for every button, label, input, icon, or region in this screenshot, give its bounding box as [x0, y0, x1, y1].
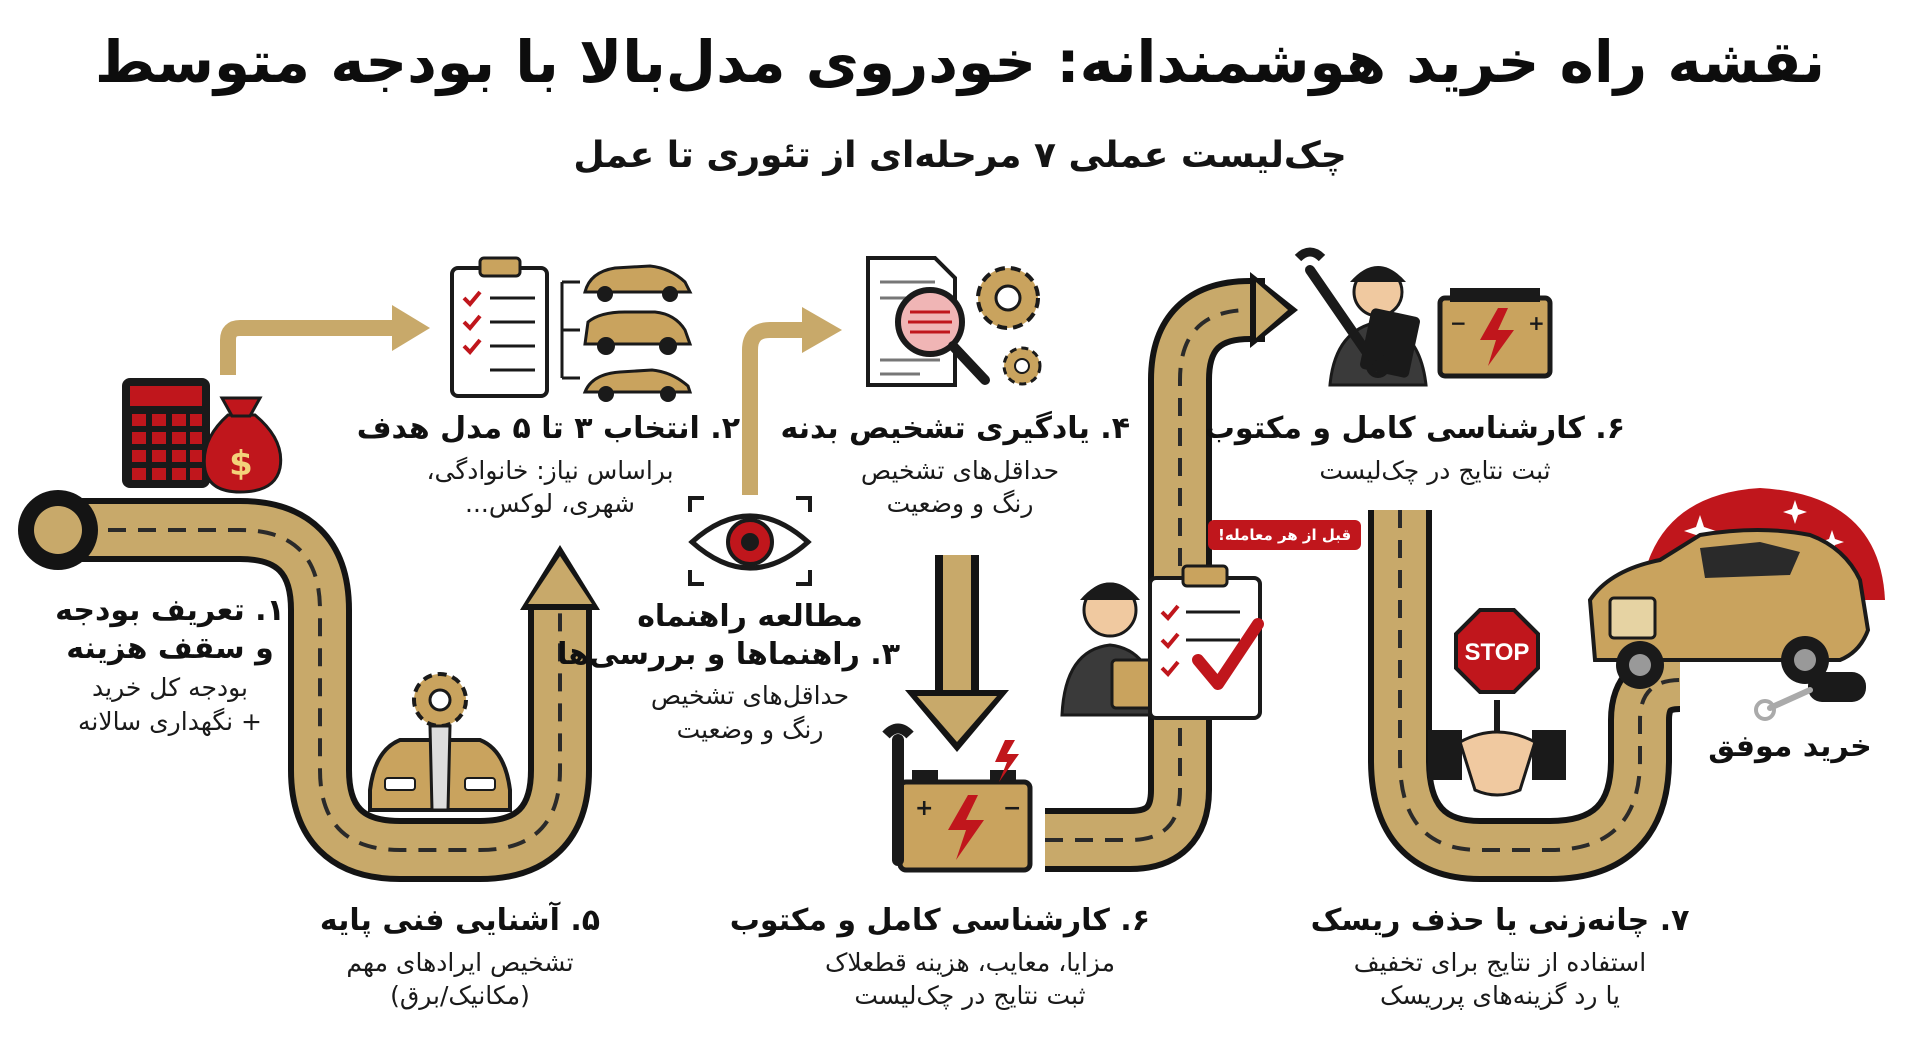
road-segment-3: [1368, 510, 1682, 882]
car-key-icon: [1754, 672, 1866, 721]
sparkle-icon: [1684, 500, 1844, 554]
step-2: ۲. انتخاب ۳ تا ۵ مدل هدف براساس نیاز: خا…: [356, 410, 740, 521]
final-label: خرید موفق: [1708, 729, 1872, 764]
step-1-title: ۱. تعریف بودجه و سقف هزینه: [55, 593, 285, 666]
mechanic-inspector-icon: [1060, 582, 1160, 717]
step-6-upper-title: ۶. کارشناسی کامل و مکتوب: [1204, 411, 1625, 446]
step-6-lower-description: مزایا، معایب، هزینه قطعلاک ثبت نتایج در …: [825, 947, 1115, 1011]
stop-sign-text: STOP: [1465, 639, 1530, 666]
calculator-icon: [122, 378, 210, 488]
step-6-upper-description: ثبت نتایج در چک‌لیست: [1319, 455, 1551, 485]
clipboard-checklist-icon: [450, 256, 580, 398]
road-segment-1: [48, 498, 600, 882]
arrow-icon: [905, 555, 1009, 752]
gear-icon: [976, 266, 1040, 330]
step-7: ۷. چانه‌زنی یا حذف ریسک استفاده از نتایج…: [1305, 902, 1695, 1013]
svg-text:−: −: [1003, 796, 1021, 821]
step-4: ۴. یادگیری تشخیص بدنه حداقل‌های تشخیص رن…: [780, 410, 1130, 521]
step-2-title: ۲. انتخاب ۳ تا ۵ مدل هدف: [356, 411, 740, 446]
wrench-icon: [1294, 247, 1390, 378]
step-7-description: استفاده از نتایج برای تخفیف یا رد گزینه‌…: [1353, 947, 1647, 1011]
step-7-title: ۷. چانه‌زنی یا حذف ریسک: [1310, 903, 1690, 938]
page-title: نقشه راه خرید هوشمندانه: خودروی مدل‌بالا…: [94, 28, 1826, 96]
handshake-icon: [1428, 730, 1566, 797]
start-marker-icon: [18, 490, 98, 570]
eye-scan-icon: [688, 496, 812, 586]
svg-text:−: −: [1450, 311, 1467, 335]
stop-sign-icon: STOP: [1454, 608, 1540, 735]
road-segment-2: [1045, 272, 1298, 872]
step-3-title: مطالعه راهنماه ۳. راهنماها و بررسی‌ها: [557, 599, 900, 672]
step-6-lower: ۶. کارشناسی کامل و مکتوب مزایا، معایب، ه…: [729, 902, 1150, 1013]
step-1: ۱. تعریف بودجه و سقف هزینه بودجه کل خرید…: [40, 592, 300, 739]
step-5: ۵. آشنایی فنی پایه تشخیص ایرادهای مهم (م…: [310, 902, 610, 1013]
step-2-description: براساس نیاز: خانوادگی، شهری، لوکس...: [426, 455, 674, 519]
svg-text:+: +: [915, 796, 933, 821]
step-6-upper: ۶. کارشناسی کامل و مکتوب ثبت نتایج در چک…: [1204, 410, 1625, 487]
step-3: مطالعه راهنماه ۳. راهنماها و بررسی‌ها حد…: [557, 598, 900, 747]
document-magnifier-icon: [866, 256, 990, 387]
arrow-icon: [742, 307, 842, 495]
step-5-title: ۵. آشنایی فنی پایه: [319, 903, 601, 938]
car-suv-icon: [583, 310, 693, 355]
luxury-car-icon: [1587, 528, 1871, 689]
step-5-description: تشخیص ایرادهای مهم (مکانیک/برق): [346, 947, 574, 1011]
wrench-icon: [882, 723, 1019, 866]
step-4-description: حداقل‌های تشخیص رنگ و وضعیت: [860, 455, 1060, 519]
step-3-description: حداقل‌های تشخیص رنگ و وضعیت: [650, 681, 850, 744]
battery-icon: − +: [1437, 288, 1553, 379]
clipboard-checklist-icon: [1148, 564, 1264, 720]
svg-text:+: +: [1528, 311, 1545, 335]
step-4-title: ۴. یادگیری تشخیص بدنه: [780, 411, 1130, 446]
arrow-icon: [220, 305, 430, 375]
svg-text:$: $: [229, 444, 253, 484]
step-6-lower-title: ۶. کارشناسی کامل و مکتوب: [729, 903, 1150, 938]
gear-icon: [1002, 346, 1042, 386]
warning-badge: قبل از هر معامله!: [1208, 520, 1362, 550]
page-subtitle: چک‌لیست عملی ۷ مرحله‌ای از تئوری تا عمل: [573, 135, 1347, 176]
car-coupe-icon: [582, 368, 693, 402]
battery-icon: + −: [897, 770, 1033, 873]
car-sedan-icon: [583, 264, 693, 302]
money-bag-icon: $: [202, 396, 283, 494]
car-service-icon: [368, 672, 512, 812]
step-1-description: بودجه کل خرید + نگهداری سالانه: [77, 673, 263, 736]
